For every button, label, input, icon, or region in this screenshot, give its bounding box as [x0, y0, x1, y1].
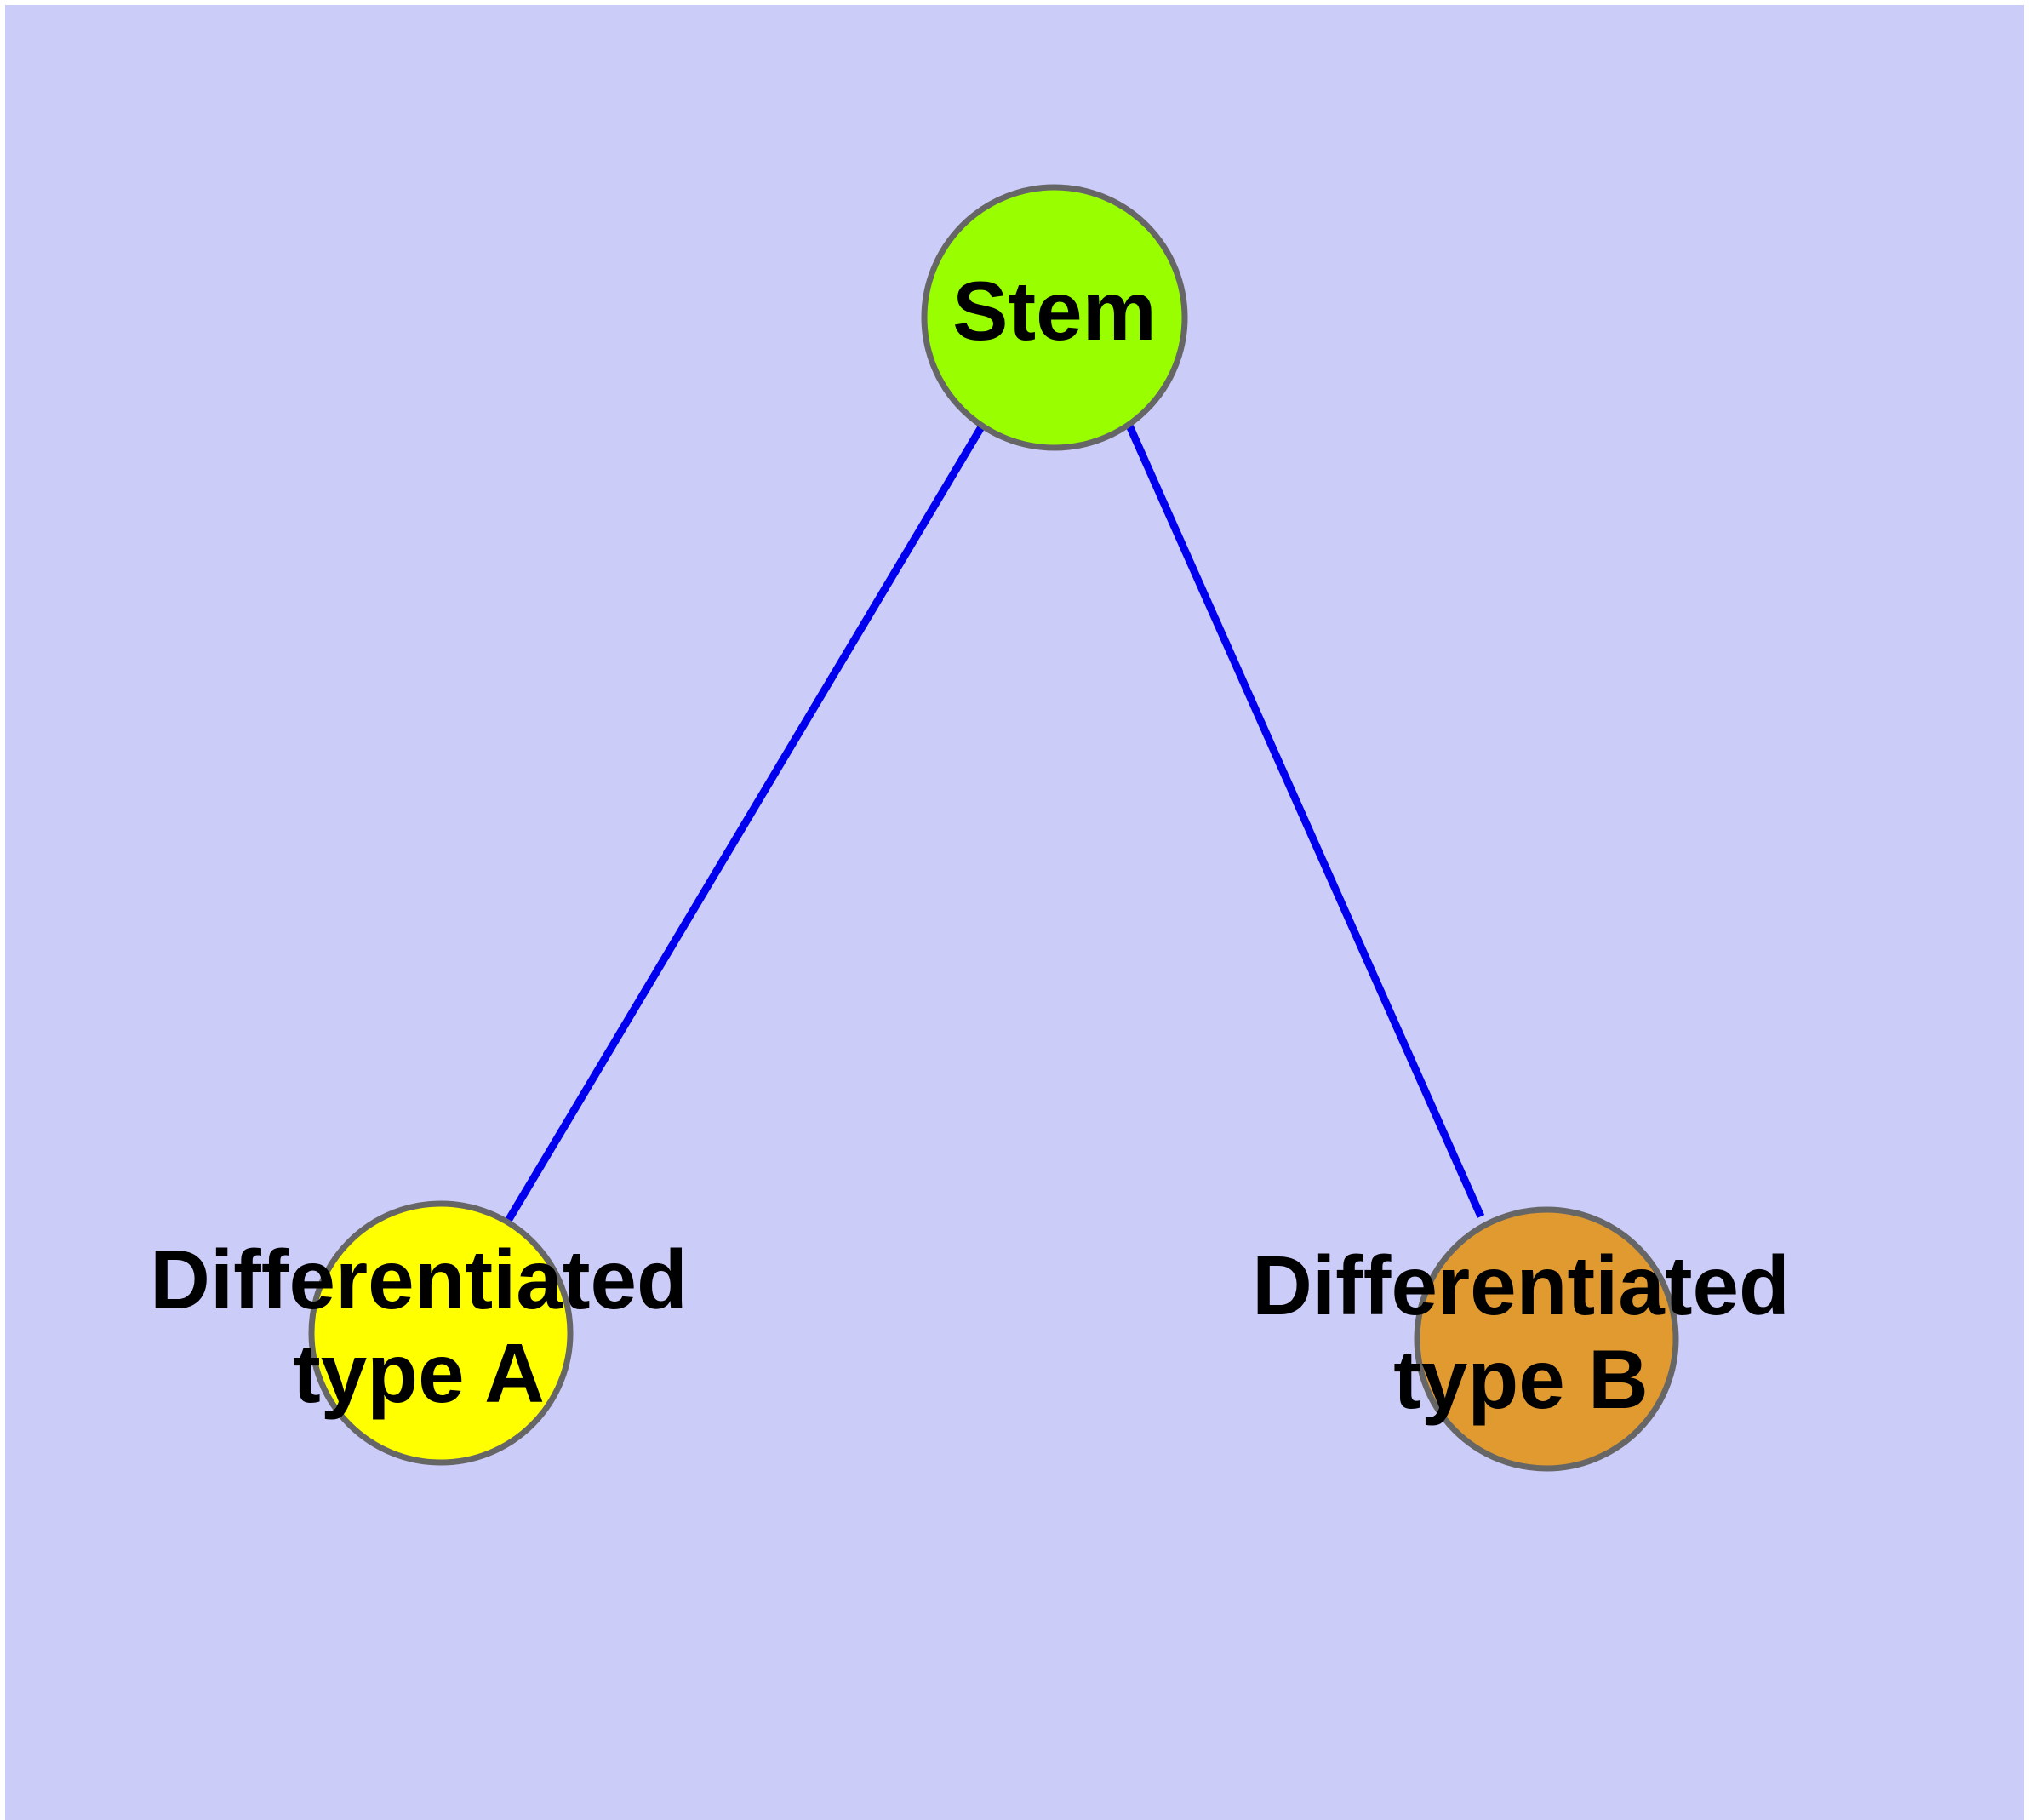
graph-edge [505, 423, 986, 1223]
node-circle-diff-a[interactable] [308, 1200, 574, 1466]
node-circle-diff-b[interactable] [1414, 1206, 1679, 1472]
graph-edge [1125, 424, 1485, 1218]
node-circle-stem[interactable] [921, 184, 1188, 451]
graph-node-stem[interactable]: Stem [921, 184, 1188, 451]
edges-group [505, 423, 1485, 1223]
